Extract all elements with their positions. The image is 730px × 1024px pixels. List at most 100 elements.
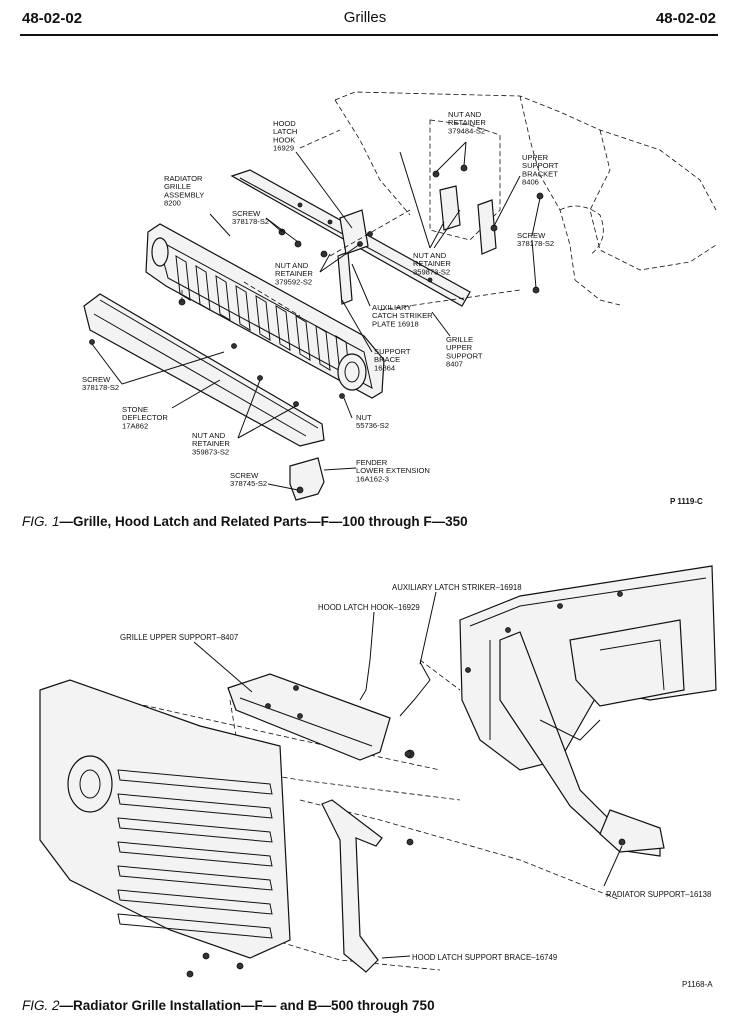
- page-code-right: 48-02-02: [655, 10, 716, 27]
- label-line: AUXILIARY: [372, 303, 412, 312]
- header-rule: [20, 34, 718, 36]
- grille-bar: [117, 841, 273, 867]
- label-line: SCREW: [232, 209, 261, 218]
- grille-bar: [295, 315, 311, 361]
- label-line: RETAINER: [275, 269, 313, 278]
- label-line: 16A162-3: [356, 474, 389, 483]
- label-line: UPPER: [446, 343, 473, 352]
- figure-1-caption: FIG. 1—Grille, Hood Latch and Related Pa…: [22, 514, 468, 529]
- grille-bar: [117, 769, 273, 795]
- grille-bar: [315, 325, 331, 371]
- figure-1-number: FIG. 1: [22, 514, 60, 529]
- label-line: BRACKET: [522, 169, 558, 178]
- label-radiator-support: RADIATOR SUPPORT–16138: [606, 890, 711, 899]
- label-line: SUPPORT: [522, 161, 559, 170]
- label-line: SUPPORT: [374, 347, 411, 356]
- fender-lower-extension: [289, 457, 325, 501]
- grille-assembly-fig2: [39, 679, 291, 959]
- label-line: STONE: [122, 405, 148, 414]
- label-line: 17A862: [122, 421, 148, 430]
- label-line: 359873-S2: [413, 267, 450, 276]
- label-line: SCREW: [230, 471, 259, 480]
- label-line: 379592-S2: [275, 277, 312, 286]
- figure-2-code: P1168-A: [682, 980, 713, 989]
- fender-outline: [334, 91, 717, 306]
- label-line: 359873-S2: [192, 447, 229, 456]
- grille-bar: [117, 793, 273, 819]
- label-line: GRILLE: [164, 182, 191, 191]
- grille-bar: [215, 275, 231, 321]
- grille-bar: [255, 295, 271, 341]
- label-line: CATCH STRIKER: [372, 311, 433, 320]
- label-line: RADIATOR: [164, 174, 203, 183]
- label-line: FENDER: [356, 458, 388, 467]
- figure-2-number: FIG. 2: [22, 998, 60, 1013]
- label-line: SCREW: [517, 231, 546, 240]
- grille-bar: [275, 305, 291, 351]
- label-line: 378745-S2: [230, 479, 267, 488]
- label-aux-latch-striker: AUXILIARY LATCH STRIKER–16918: [392, 583, 522, 592]
- label-line: 379484-S2: [448, 126, 485, 135]
- hood-latch-support-brace: [321, 799, 383, 973]
- upper-support-bracket: [439, 185, 497, 255]
- label-line: 8407: [446, 360, 463, 369]
- grille-bar: [117, 913, 273, 939]
- grille-bar: [195, 265, 211, 311]
- label-line: RETAINER: [192, 439, 230, 448]
- label-hood-latch-hook-fig2: HOOD LATCH HOOK–16929: [318, 603, 420, 612]
- label-line: RETAINER: [413, 259, 451, 268]
- grille-upper-support-fig2: [227, 673, 391, 761]
- label-line: UPPER: [522, 153, 549, 162]
- label-line: NUT AND: [413, 251, 447, 260]
- label-line: 16864: [374, 363, 395, 372]
- figure-1-caption-text: —Grille, Hood Latch and Related Parts—F—…: [59, 514, 468, 529]
- figure-2-caption: FIG. 2—Radiator Grille Installation—F— a…: [22, 998, 435, 1013]
- label-line: 8406: [522, 178, 539, 187]
- page-code-left: 48-02-02: [22, 10, 83, 27]
- label-line: LATCH: [273, 127, 297, 136]
- figure-2-diagram: AUXILIARY LATCH STRIKER–16918 HOOD LATCH…: [39, 565, 717, 978]
- figure-2-labels: AUXILIARY LATCH STRIKER–16918 HOOD LATCH…: [120, 583, 711, 962]
- figure-1-code: P 1119-C: [670, 497, 703, 506]
- stone-deflector: [83, 293, 325, 447]
- leader-lines: [91, 141, 541, 491]
- label-line: RETAINER: [448, 118, 486, 127]
- label-line: BRACE: [374, 355, 400, 364]
- grille-bar: [117, 817, 273, 843]
- figure-2-caption-text: —Radiator Grille Installation—F— and B—5…: [59, 998, 435, 1013]
- label-line: HOOK: [273, 135, 295, 144]
- label-line: GRILLE: [446, 335, 473, 344]
- label-hood-latch-support-brace: HOOD LATCH SUPPORT BRACE–16749: [412, 953, 557, 962]
- label-line: 55736-S2: [356, 421, 389, 430]
- label-line: 378178-S2: [517, 239, 554, 248]
- page-title: Grilles: [343, 9, 387, 26]
- leader-lines-fig2: [193, 591, 623, 959]
- label-line: SCREW: [82, 375, 111, 384]
- label-line: ASSEMBLY: [164, 190, 204, 199]
- label-line: NUT AND: [275, 261, 309, 270]
- grille-bar: [117, 865, 273, 891]
- label-line: 378178-S2: [232, 217, 269, 226]
- label-line: NUT AND: [448, 110, 482, 119]
- label-line: HOOD: [273, 119, 296, 128]
- label-line: DEFLECTOR: [122, 413, 168, 422]
- grille-bar: [117, 889, 273, 915]
- alignment-lines: [181, 129, 521, 317]
